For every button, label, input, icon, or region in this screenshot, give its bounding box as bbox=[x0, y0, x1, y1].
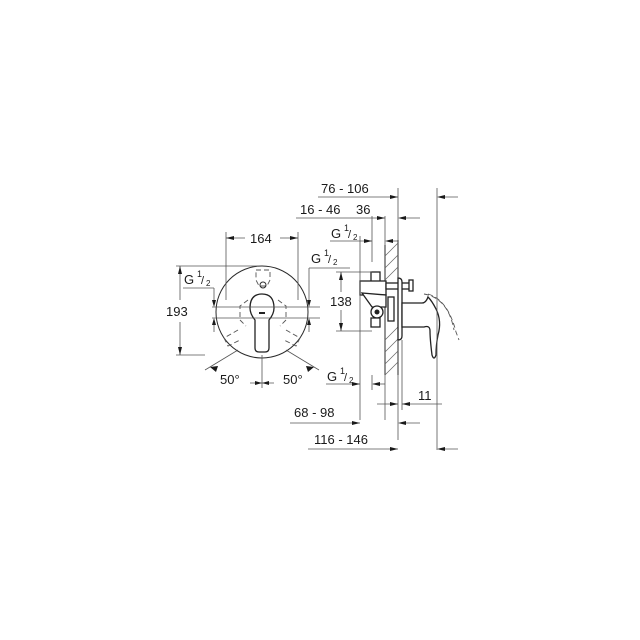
inlet-label-left: G 1 / 2 bbox=[183, 269, 216, 332]
inlet-label-right: G 1 / 2 bbox=[307, 248, 350, 332]
svg-text:2: 2 bbox=[206, 279, 211, 288]
dim-16-46: 16 - 46 bbox=[300, 202, 340, 217]
dim-11: 11 bbox=[418, 388, 432, 403]
svg-text:1: 1 bbox=[344, 223, 349, 233]
valve-body bbox=[359, 271, 414, 341]
dim-68-98: 68 - 98 bbox=[294, 405, 334, 420]
side-view: 138 76 - 106 16 - 46 36 G 1 / 2 G 1 / bbox=[290, 181, 460, 451]
inlet-label-side-bottom: G 1 / 2 bbox=[326, 366, 385, 390]
svg-text:G: G bbox=[184, 272, 194, 287]
svg-text:2: 2 bbox=[349, 376, 354, 385]
svg-text:/: / bbox=[348, 229, 352, 241]
svg-text:G: G bbox=[331, 226, 341, 241]
svg-text:2: 2 bbox=[333, 258, 338, 267]
lever-side bbox=[401, 295, 441, 359]
angle-left: 50° bbox=[220, 372, 240, 387]
dim-138: 138 bbox=[330, 294, 352, 309]
dim-116-146: 116 - 146 bbox=[314, 432, 368, 447]
svg-text:1: 1 bbox=[324, 248, 329, 258]
dim-193: 193 bbox=[166, 304, 188, 319]
svg-text:G: G bbox=[327, 369, 337, 384]
dim-36: 36 bbox=[356, 202, 370, 217]
svg-text:1: 1 bbox=[197, 269, 202, 279]
svg-text:2: 2 bbox=[353, 233, 358, 242]
svg-text:/: / bbox=[344, 372, 348, 384]
inlet-label-side-top: G 1 / 2 bbox=[330, 223, 398, 243]
svg-text:1: 1 bbox=[340, 366, 345, 376]
svg-text:/: / bbox=[328, 254, 332, 266]
lever-handle bbox=[249, 293, 275, 353]
svg-text:/: / bbox=[201, 275, 205, 287]
dim-76-106: 76 - 106 bbox=[321, 181, 369, 196]
svg-text:G: G bbox=[311, 251, 321, 266]
dim-164: 164 bbox=[250, 231, 272, 246]
front-view: 164 193 G 1 / 2 G 1 / 2 bbox=[166, 231, 350, 388]
angle-right: 50° bbox=[283, 372, 303, 387]
